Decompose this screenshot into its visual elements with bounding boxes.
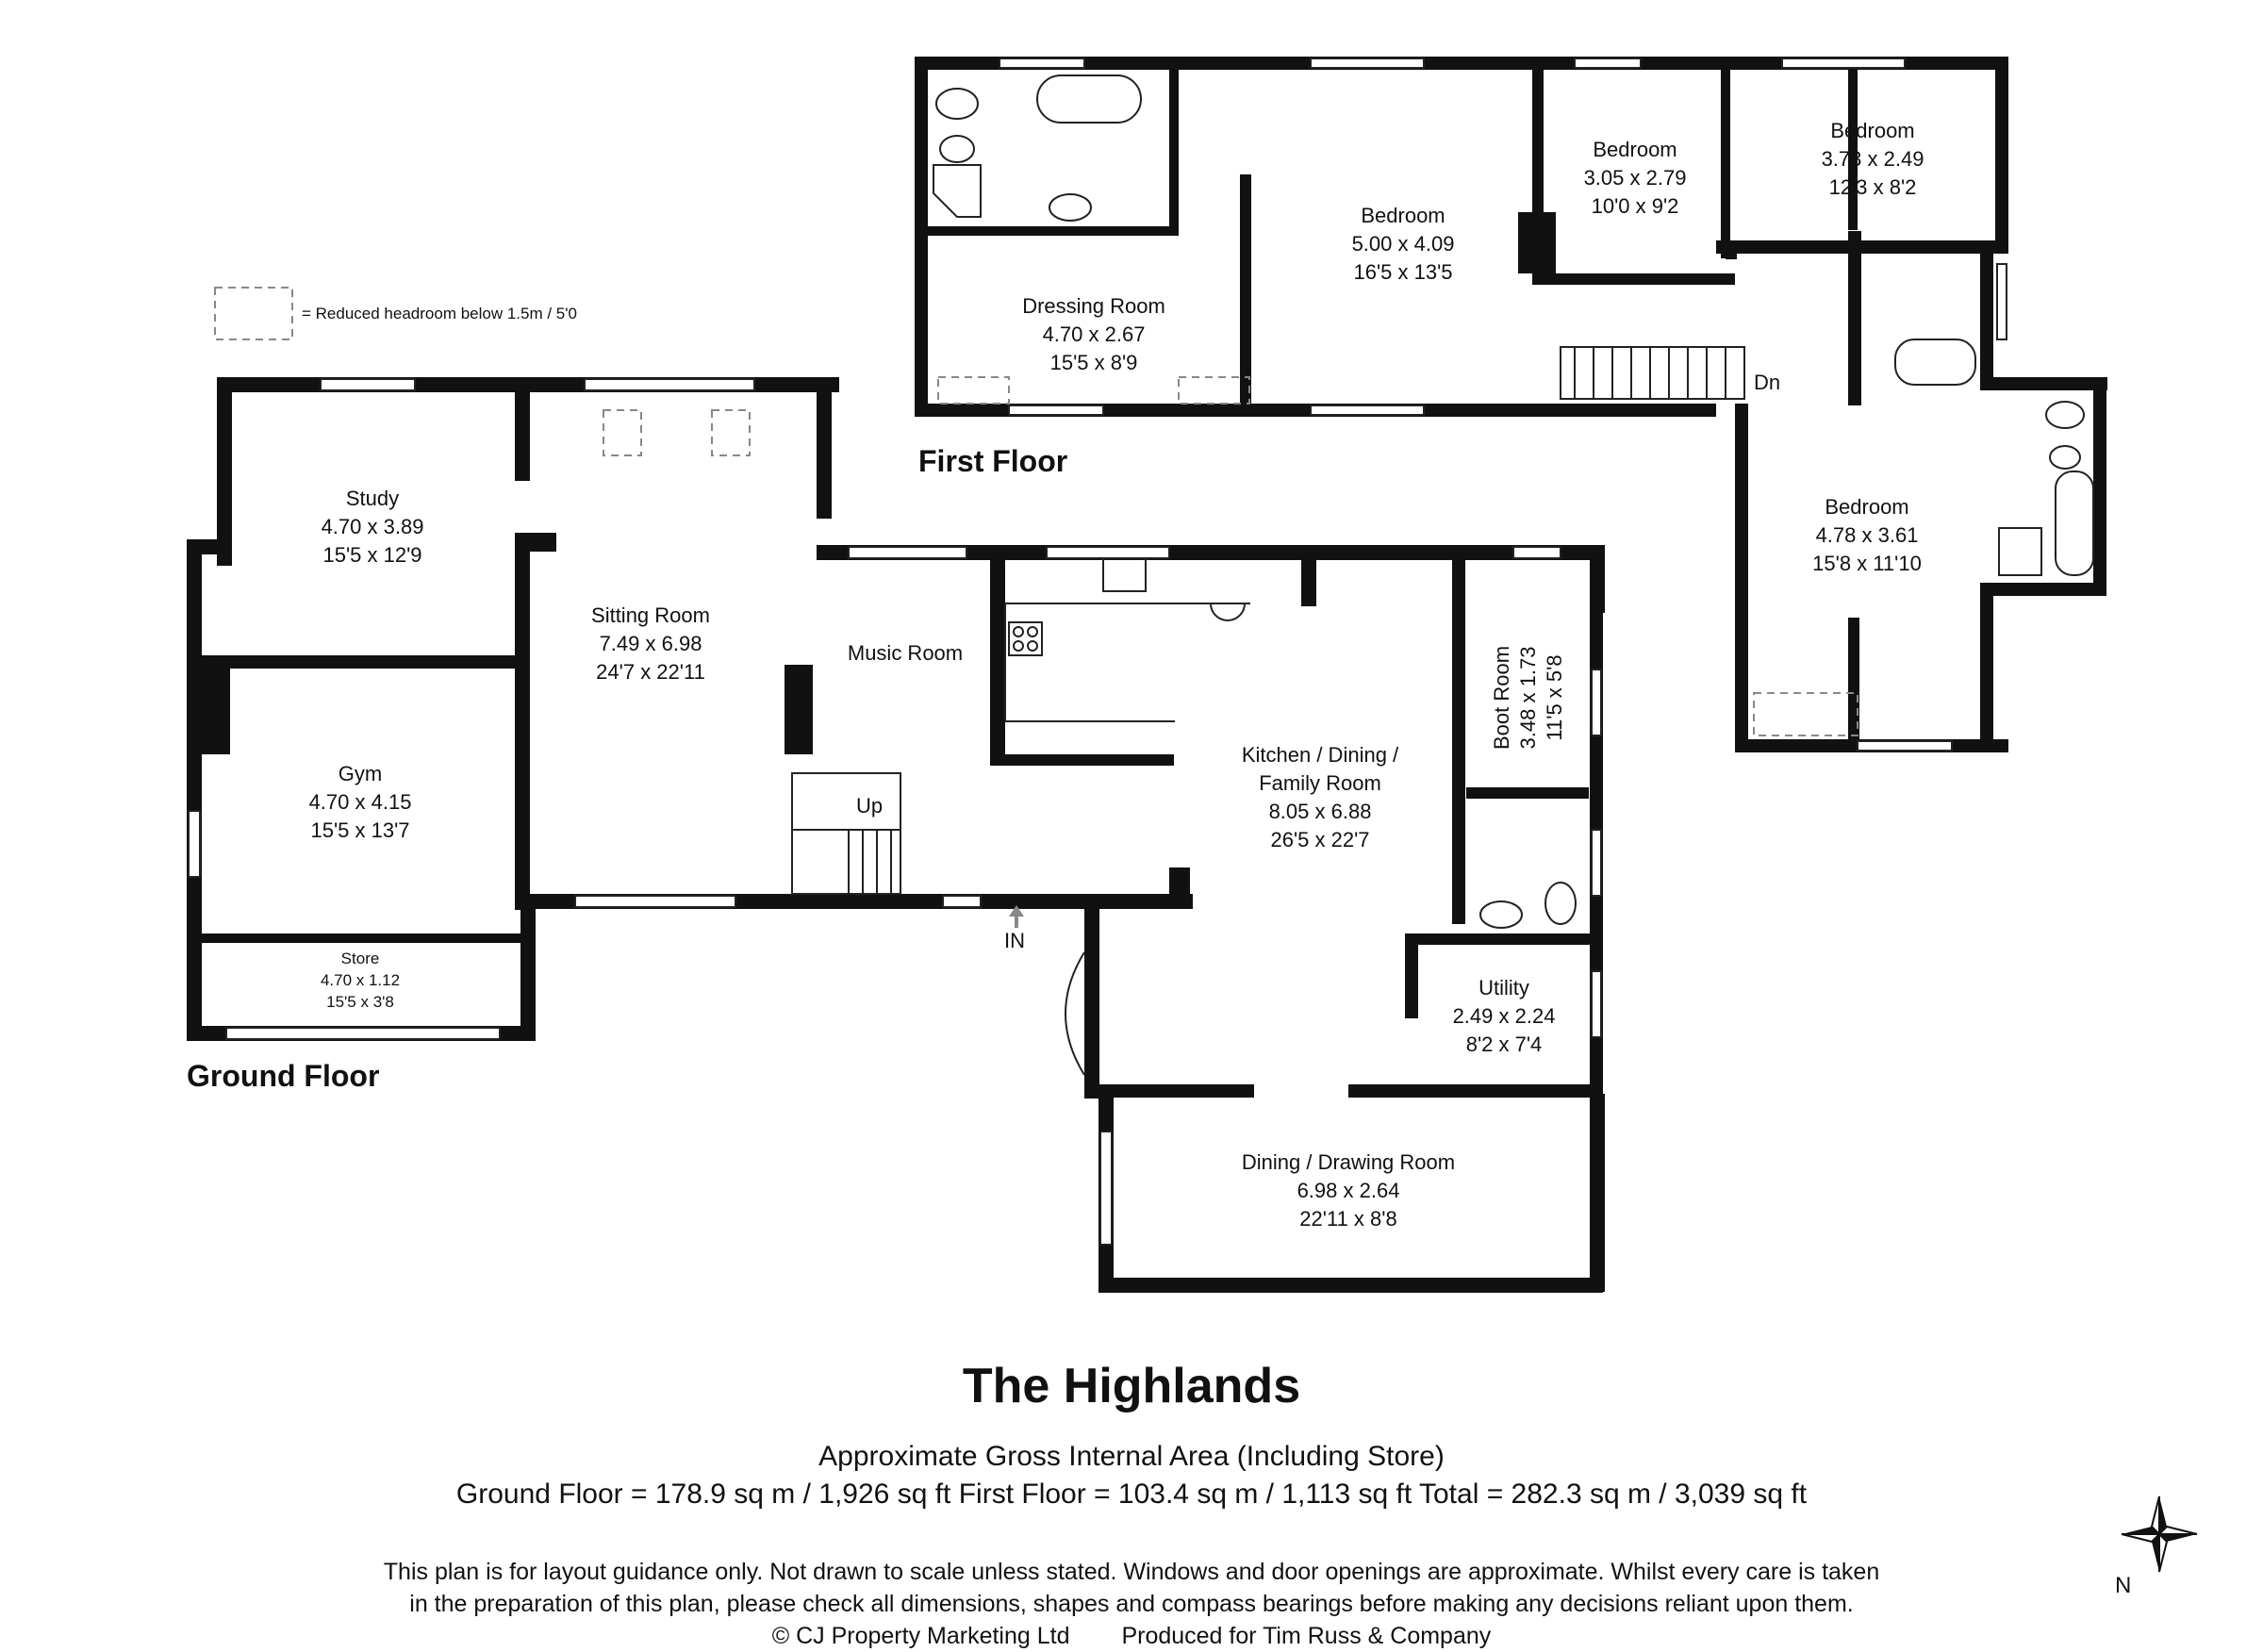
svg-text:8.05 x 6.88: 8.05 x 6.88 <box>1269 800 1372 823</box>
first-floor-title: First Floor <box>918 444 1067 478</box>
room-sitting: Sitting Room 7.49 x 6.98 24'7 x 22'11 <box>591 603 710 684</box>
legend: = Reduced headroom below 1.5m / 5'0 <box>214 287 577 340</box>
svg-text:Utility: Utility <box>1478 976 1529 999</box>
entrance-label: IN <box>1004 929 1025 952</box>
disclaimer: This plan is for layout guidance only. N… <box>0 1556 2263 1620</box>
svg-text:Study: Study <box>346 487 399 510</box>
svg-text:Boot Room: Boot Room <box>1490 646 1513 750</box>
disclaimer-line-2: in the preparation of this plan, please … <box>409 1591 1854 1617</box>
svg-text:4.78 x 3.61: 4.78 x 3.61 <box>1816 523 1919 547</box>
svg-text:Family Room: Family Room <box>1259 771 1381 795</box>
room-boot: Boot Room 3.48 x 1.73 11'5 x 5'8 <box>1490 646 1566 750</box>
svg-text:Bedroom: Bedroom <box>1825 495 1908 519</box>
svg-text:Dressing Room: Dressing Room <box>1022 294 1165 318</box>
room-bedroom-2: Bedroom 3.05 x 2.79 10'0 x 9'2 <box>1584 138 1687 218</box>
svg-text:26'5 x 22'7: 26'5 x 22'7 <box>1270 828 1369 851</box>
stairs-up-label: Up <box>856 794 883 818</box>
room-dressing: Dressing Room 4.70 x 2.67 15'5 x 8'9 <box>1022 294 1165 374</box>
floor-plan: = Reduced headroom below 1.5m / 5'0 <box>187 57 2107 1293</box>
room-study: Study 4.70 x 3.89 15'5 x 12'9 <box>322 487 424 567</box>
first-floor-fixtures <box>933 74 2094 736</box>
svg-text:Bedroom: Bedroom <box>1361 204 1445 227</box>
svg-text:15'5 x 13'7: 15'5 x 13'7 <box>310 818 409 842</box>
svg-text:3.48 x 1.73: 3.48 x 1.73 <box>1516 647 1540 750</box>
room-labels: Bedroom 5.00 x 4.09 16'5 x 13'5 Bedroom … <box>309 119 1924 1231</box>
svg-text:15'8 x 11'10: 15'8 x 11'10 <box>1812 552 1922 575</box>
svg-text:22'11 x 8'8: 22'11 x 8'8 <box>1299 1207 1396 1231</box>
room-music: Music Room <box>848 641 963 665</box>
svg-text:Gym: Gym <box>339 762 382 785</box>
svg-text:15'5 x 8'9: 15'5 x 8'9 <box>1050 351 1138 374</box>
svg-text:10'0 x 9'2: 10'0 x 9'2 <box>1592 194 1679 218</box>
svg-text:15'5 x 3'8: 15'5 x 3'8 <box>326 993 394 1011</box>
room-utility: Utility 2.49 x 2.24 8'2 x 7'4 <box>1453 976 1556 1056</box>
room-bedroom-main: Bedroom 5.00 x 4.09 16'5 x 13'5 <box>1352 204 1455 284</box>
room-kitchen: Kitchen / Dining / Family Room 8.05 x 6.… <box>1242 743 1399 851</box>
legend-text: = Reduced headroom below 1.5m / 5'0 <box>302 305 577 322</box>
svg-text:7.49 x 6.98: 7.49 x 6.98 <box>600 632 702 655</box>
svg-text:4.70 x 3.89: 4.70 x 3.89 <box>322 515 424 538</box>
svg-text:Sitting Room: Sitting Room <box>591 603 710 627</box>
compass-icon: N <box>2115 1495 2198 1598</box>
svg-text:Bedroom: Bedroom <box>1830 119 1914 142</box>
copyright: © CJ Property Marketing Ltd <box>771 1623 1070 1649</box>
room-gym: Gym 4.70 x 4.15 15'5 x 13'7 <box>309 762 412 842</box>
room-bedroom-4: Bedroom 4.78 x 3.61 15'8 x 11'10 <box>1812 495 1922 575</box>
svg-text:5.00 x 4.09: 5.00 x 4.09 <box>1352 232 1455 256</box>
svg-text:4.70 x 4.15: 4.70 x 4.15 <box>309 790 412 814</box>
ground-floor-fixtures <box>603 409 1577 1076</box>
svg-text:Dining / Drawing Room: Dining / Drawing Room <box>1242 1150 1455 1174</box>
disclaimer-line-1: This plan is for layout guidance only. N… <box>383 1559 1880 1585</box>
svg-text:3.05 x 2.79: 3.05 x 2.79 <box>1584 166 1687 190</box>
reduced-headroom-swatch <box>214 287 293 340</box>
stairs-down-label: Dn <box>1754 371 1780 394</box>
entrance-arrow-icon <box>1009 905 1024 928</box>
produced-for: Produced for Tim Russ & Company <box>1121 1623 1492 1649</box>
svg-text:2.49 x 2.24: 2.49 x 2.24 <box>1453 1004 1556 1028</box>
svg-text:3.73 x 2.49: 3.73 x 2.49 <box>1822 147 1924 171</box>
room-store: Store 4.70 x 1.12 15'5 x 3'8 <box>321 950 400 1011</box>
svg-text:15'5 x 12'9: 15'5 x 12'9 <box>322 543 421 567</box>
svg-text:Kitchen / Dining /: Kitchen / Dining / <box>1242 743 1399 767</box>
svg-text:16'5 x 13'5: 16'5 x 13'5 <box>1353 260 1452 284</box>
area-heading: Approximate Gross Internal Area (Includi… <box>818 1441 1445 1472</box>
north-label: N <box>2115 1573 2131 1598</box>
svg-text:Music Room: Music Room <box>848 641 963 665</box>
svg-text:11'5 x 5'8: 11'5 x 5'8 <box>1543 654 1566 740</box>
svg-text:24'7 x 22'11: 24'7 x 22'11 <box>596 660 705 684</box>
ground-floor-title: Ground Floor <box>187 1059 379 1093</box>
svg-text:Store: Store <box>341 950 380 967</box>
footer: The Highlands Approximate Gross Internal… <box>0 1339 2263 1652</box>
ground-floor-windows <box>188 378 1602 1246</box>
credits: © CJ Property Marketing Ltd Produced for… <box>0 1620 2263 1652</box>
svg-text:4.70 x 2.67: 4.70 x 2.67 <box>1043 322 1146 346</box>
svg-text:Bedroom: Bedroom <box>1593 138 1677 161</box>
svg-text:6.98 x 2.64: 6.98 x 2.64 <box>1297 1179 1400 1202</box>
property-title: The Highlands <box>962 1359 1301 1413</box>
first-floor-walls <box>915 57 2107 752</box>
svg-text:4.70 x 1.12: 4.70 x 1.12 <box>321 971 400 989</box>
first-floor-windows <box>999 58 2007 752</box>
room-bedroom-3: Bedroom 3.73 x 2.49 12'3 x 8'2 <box>1822 119 1924 199</box>
room-dining-drawing: Dining / Drawing Room 6.98 x 2.64 22'11 … <box>1242 1150 1455 1231</box>
svg-text:12'3 x 8'2: 12'3 x 8'2 <box>1829 175 1917 199</box>
svg-text:8'2 x 7'4: 8'2 x 7'4 <box>1466 1032 1543 1056</box>
area-summary: Ground Floor = 178.9 sq m / 1,926 sq ft … <box>455 1479 1808 1510</box>
